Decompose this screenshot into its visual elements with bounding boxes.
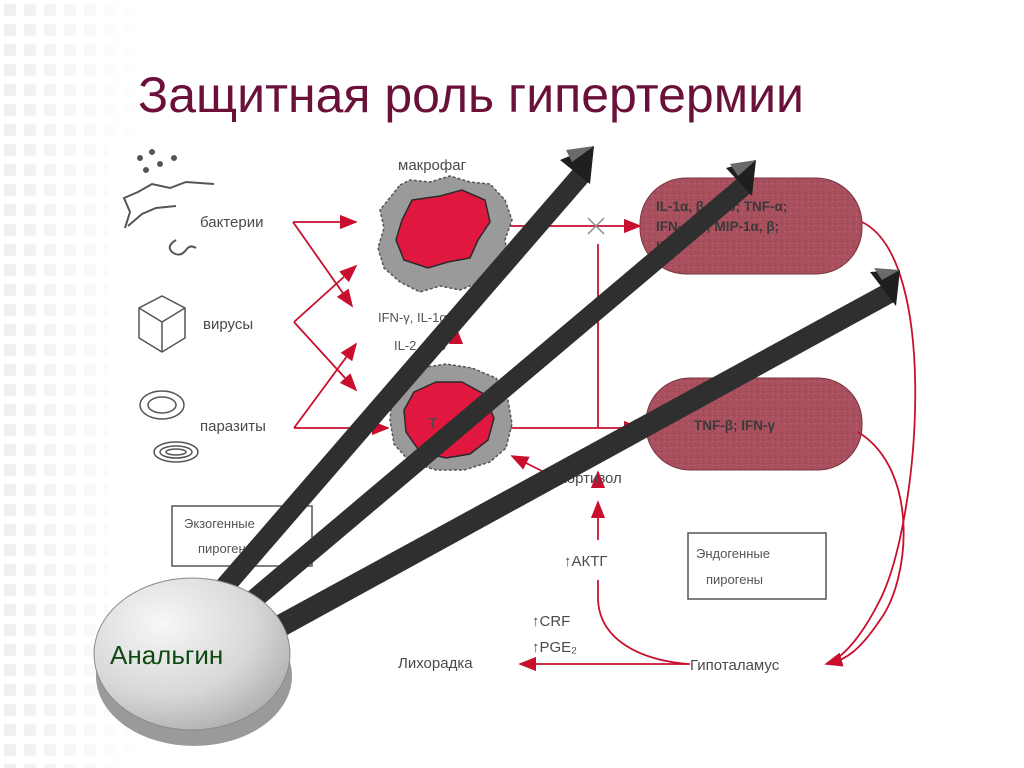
exogenous-line1: Экзогенные xyxy=(184,516,255,531)
macrophage-cell xyxy=(377,175,513,293)
parasites-label: паразиты xyxy=(200,418,266,435)
analgin-label: Анальгин xyxy=(110,640,223,670)
x-mark xyxy=(587,217,605,235)
inhibition-bars xyxy=(206,146,900,640)
pathogen-arrows xyxy=(292,214,642,436)
inhibition-bar-1 xyxy=(206,146,594,605)
endogenous-line2: пирогены xyxy=(706,572,763,587)
virus-icon xyxy=(138,295,186,353)
exogenous-line2: пирогены xyxy=(198,541,255,556)
bacteria-icon xyxy=(122,149,215,256)
cytokines-mid-right: TNF-β; IFN-γ xyxy=(694,418,775,433)
inhibition-bar-3 xyxy=(268,268,900,640)
fever-label: Лихорадка xyxy=(398,655,473,672)
hypothalamus-label: Гипоталамус xyxy=(690,657,780,674)
hypothalamus-arrows xyxy=(510,221,917,672)
bacteria-label: бактерии xyxy=(200,214,263,231)
analgin-pill: Анальгин xyxy=(93,577,292,746)
acth-label: ↑АКТГ xyxy=(564,553,608,570)
endogenous-line1: Эндогенные xyxy=(696,546,770,561)
cytokines-mid-line1: IFN-γ, IL-1α, β xyxy=(378,310,462,325)
cytokine-box-mid: TNF-β; IFN-γ xyxy=(645,377,863,471)
pge2-label: ↑PGE₂ xyxy=(532,639,577,656)
t-cell: T xyxy=(389,363,513,471)
endogenous-pyrogens-box: Эндогенные пирогены xyxy=(687,532,827,600)
slide-title: Защитная роль гипертермии xyxy=(138,67,804,123)
parasite-icon xyxy=(139,390,199,463)
macrophage-label: макрофаг xyxy=(398,157,467,174)
t-cell-label: T xyxy=(428,415,437,432)
inhibition-bar-2 xyxy=(232,160,756,619)
viruses-label: вирусы xyxy=(203,316,253,333)
crf-label: ↑CRF xyxy=(532,613,570,630)
